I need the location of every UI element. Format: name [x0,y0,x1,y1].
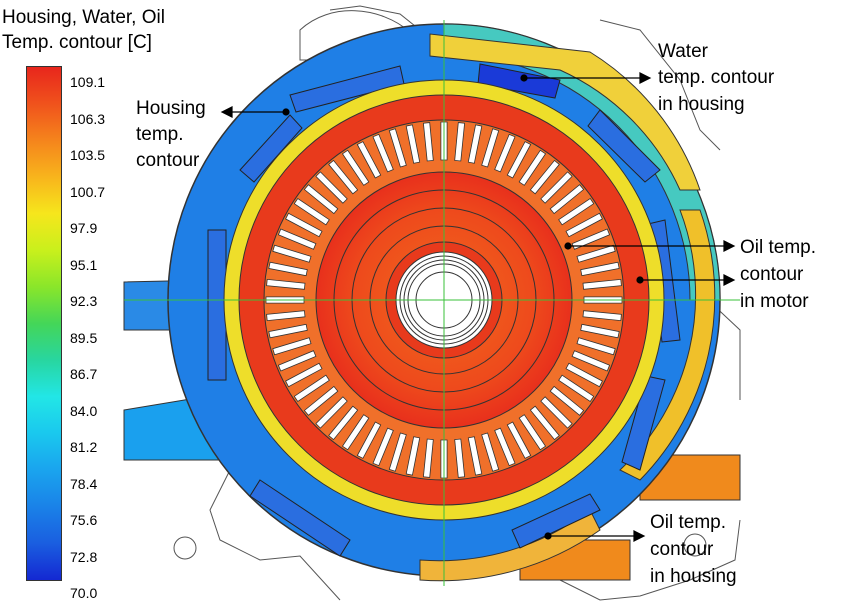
stator-slot [571,228,611,250]
stator-slot [315,171,348,204]
scale-tick-label: 72.8 [70,548,98,565]
stator-slot [549,385,585,416]
stator-slot [576,337,616,356]
stator-slot [272,244,312,263]
stator-slot [467,436,483,476]
stator-slot [293,197,330,226]
stator-slot [277,228,317,250]
stator-slot [506,141,532,179]
stator-slot [565,212,603,238]
stator-slot [529,159,560,195]
label-water-line1: Water [658,41,708,62]
stator-slot [356,421,382,459]
scale-tick-label: 92.3 [70,293,98,309]
stator-slot [372,133,394,173]
stator-slot [571,350,611,372]
scale-tick-label: 109.1 [70,74,106,90]
stator-slot [518,149,547,186]
label-oil-housing-line1: Oil temp. [650,512,727,533]
stator-slot [388,432,407,472]
scale-tick-label: 89.5 [70,329,98,346]
stator-slot [582,310,622,322]
housing-oil-arc-top [429,33,701,191]
stator-slot [268,261,308,277]
color-scale-bar [26,66,62,581]
stator-slot [506,421,532,459]
label-oil-housing-line2: contour [650,539,714,560]
stator-slot [580,323,620,339]
legend-title-line1: Housing, Water, Oil [2,7,165,28]
stator-slot [341,149,370,186]
scale-tick-label: 103.5 [70,147,106,163]
stator-slots [265,121,623,479]
scale-tick-label: 81.2 [70,439,98,455]
stator-slot [529,405,560,441]
label-housing-line2: temp. [136,124,184,145]
scale-tick-label: 100.7 [70,183,106,200]
stator-slot [266,310,306,322]
stator-slot [303,184,339,215]
scale-tick-label: 70.0 [70,585,98,601]
annotation-arrows [220,72,736,542]
stator-slot [405,124,421,164]
stator-slot [405,436,421,476]
housing-oil-arc-right [619,209,716,481]
stator-slot [341,414,370,451]
stator-slot [481,432,500,472]
label-oil-housing-line3: in housing [650,566,737,587]
scale-tick-label: 106.3 [70,110,106,127]
stator-slot [518,414,547,451]
stator-slot [494,133,516,173]
scale-tick-label: 86.7 [70,366,98,382]
stator-slot [356,141,382,179]
stator-slot [315,396,348,429]
stator-slot [272,337,312,356]
stator-slot [422,438,434,478]
scale-tick-label: 95.1 [70,256,98,273]
stator-slot [372,427,394,467]
stator-slot [582,278,622,290]
label-oil-motor-line1: Oil temp. [740,237,817,258]
legend-title-line2: Temp. contour [C] [2,32,152,53]
stator-slot [328,159,359,195]
stator-slot [293,374,330,403]
stator-slot [565,362,603,388]
stator-slot [454,122,466,162]
scale-tick-label: 75.6 [70,512,98,528]
stator-slot [549,184,585,215]
stator-slot [303,385,339,416]
bolt-hole-left [173,536,197,560]
label-water-line3: in housing [658,94,745,115]
scale-tick-label: 78.4 [70,475,98,492]
stator-slot [285,362,323,388]
stator-slot [558,374,595,403]
stator-slot [277,350,317,372]
scale-tick-label: 84.0 [70,402,98,419]
stator-slot [558,197,595,226]
stator-slot [540,396,573,429]
stator-slot [540,171,573,204]
label-oil-motor-line2: contour [740,264,804,285]
stator-slot [467,124,483,164]
stator-slot [494,427,516,467]
stator-slot [268,323,308,339]
label-oil-motor-line3: in motor [740,291,809,312]
stator-slot [266,278,306,290]
bolt-hole-right [683,533,707,557]
stator-slot [328,405,359,441]
stator-slot [576,244,616,263]
stator-slot [422,122,434,162]
housing-oil-arc-bottom [419,509,601,582]
stator-slot [285,212,323,238]
stator-slot [580,261,620,277]
stator-slot [454,438,466,478]
label-water-line2: temp. contour [658,67,775,88]
stator-slot [388,128,407,168]
stator-slot [481,128,500,168]
scale-tick-label: 97.9 [70,220,98,236]
label-housing-line3: contour [136,150,200,171]
label-housing-line1: Housing [136,98,206,119]
